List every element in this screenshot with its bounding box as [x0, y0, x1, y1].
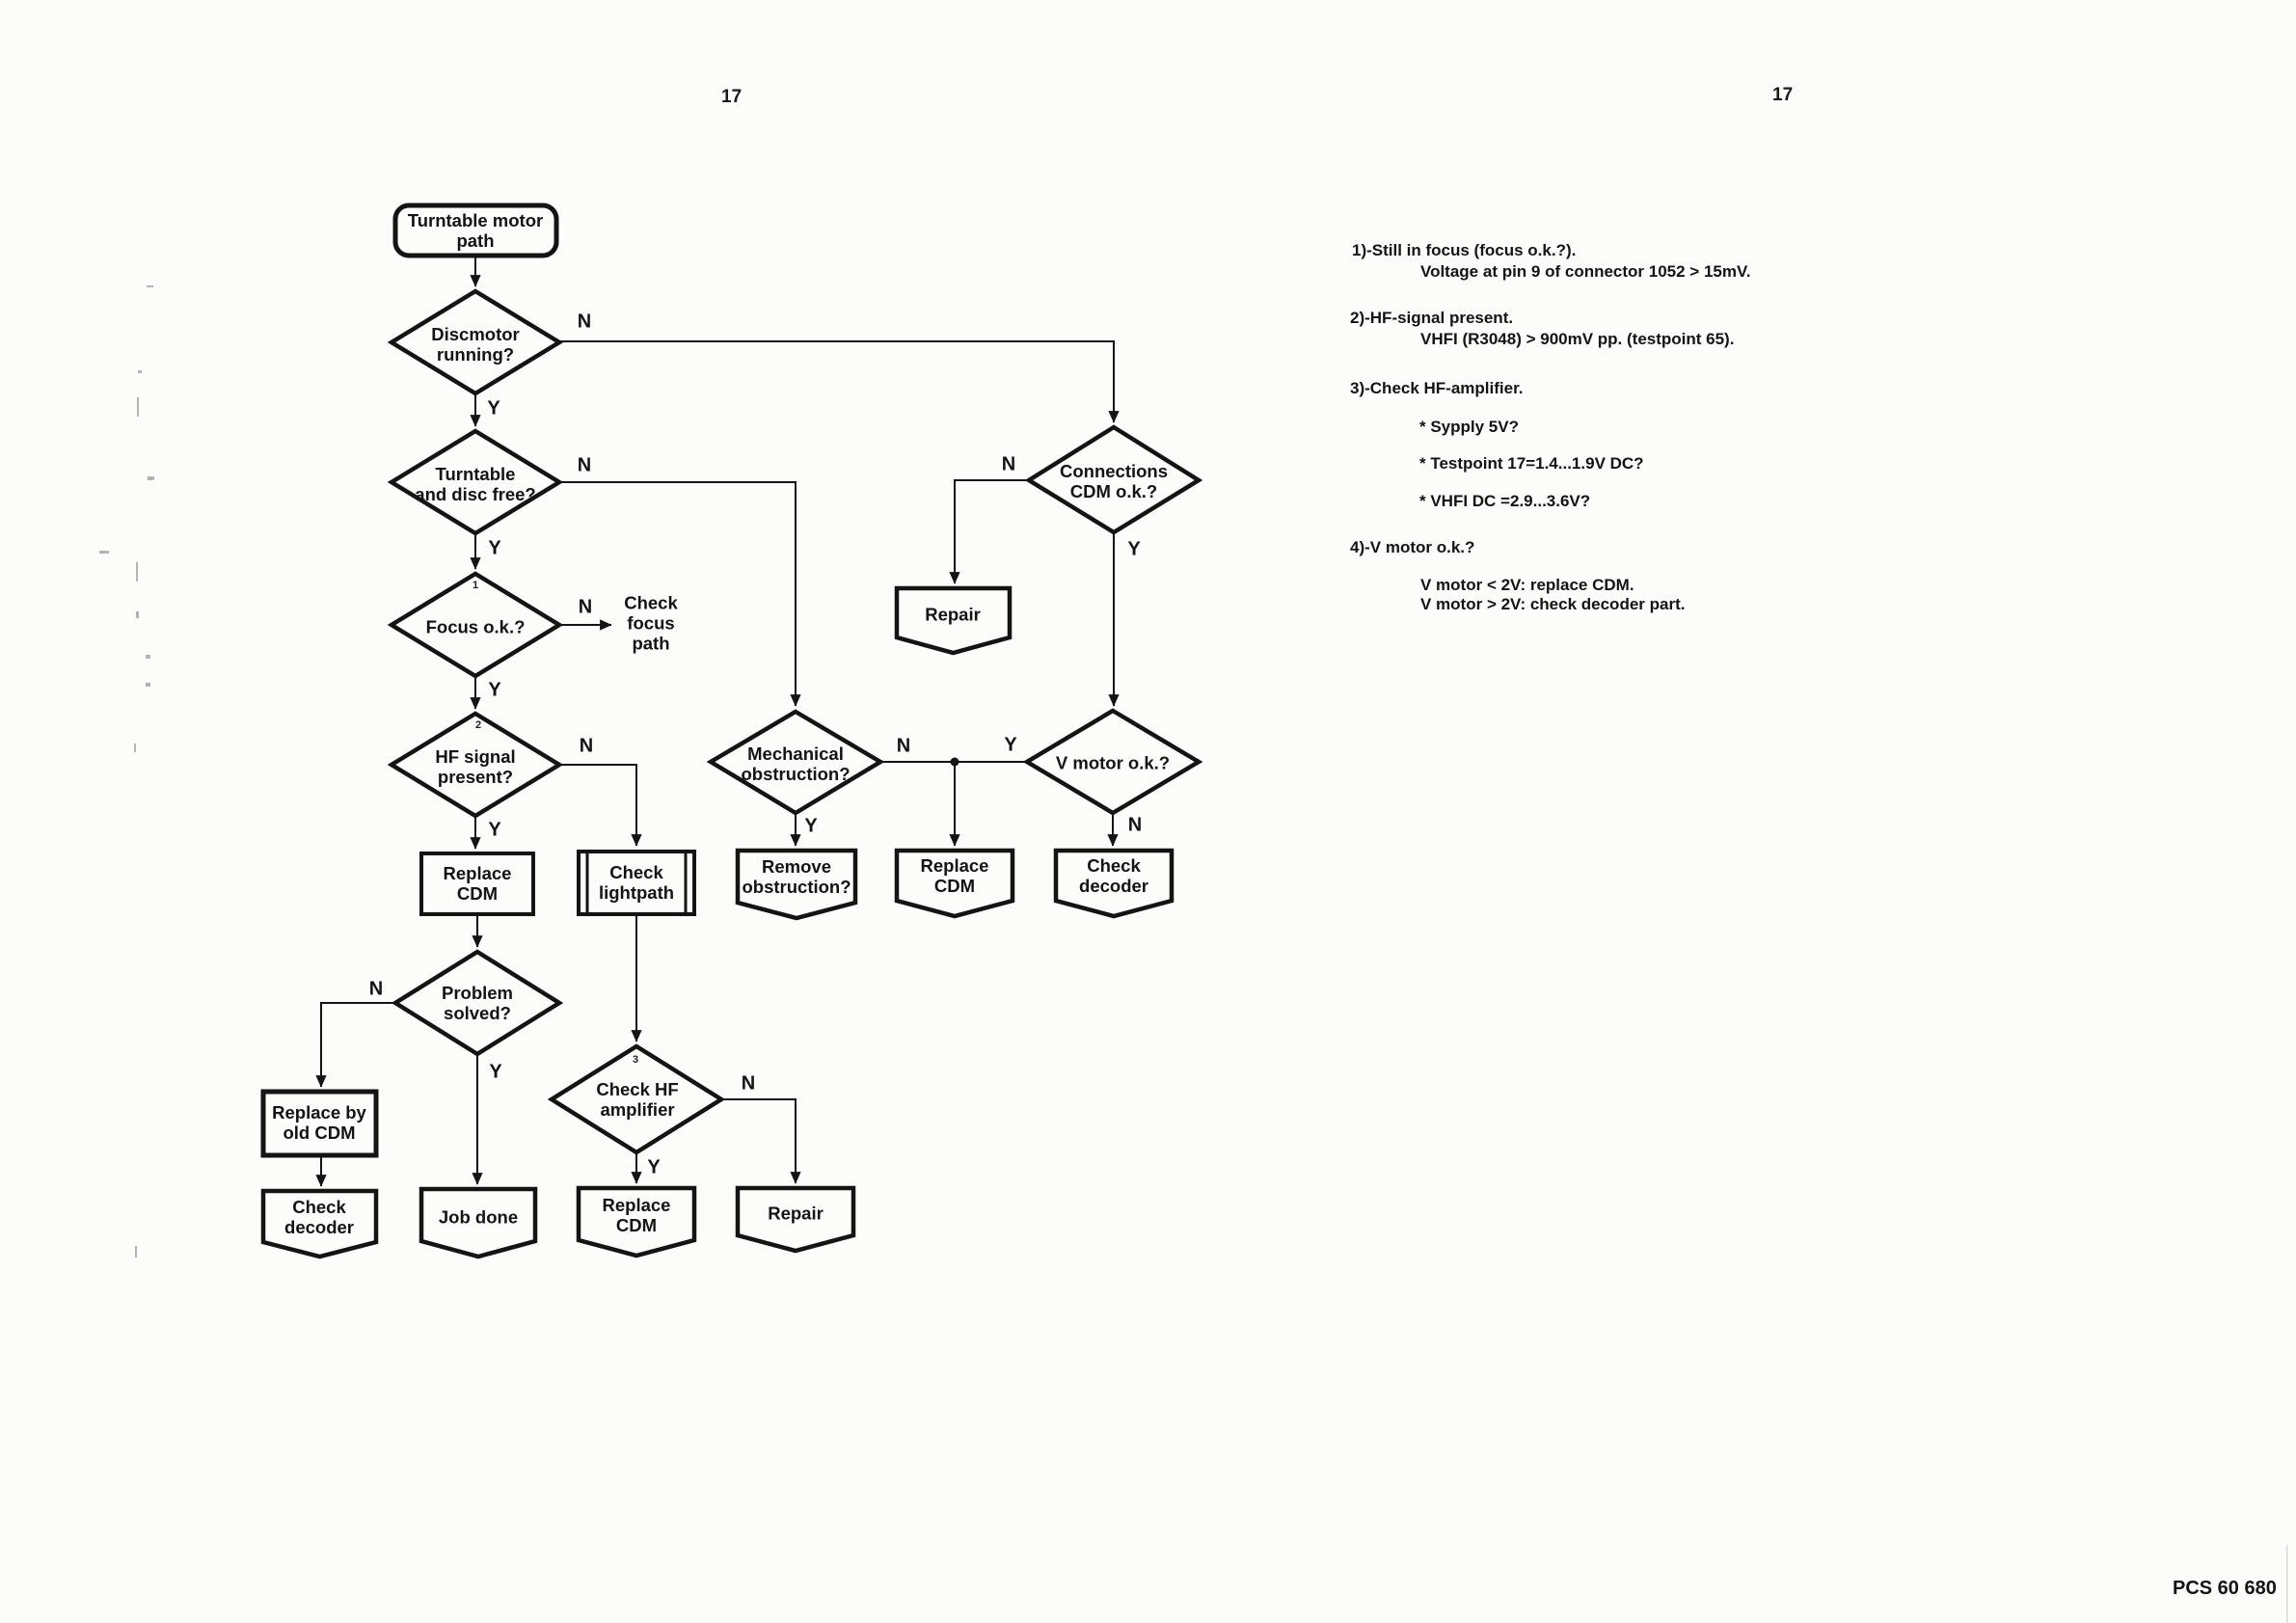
- note-1-title: 1)-Still in focus (focus o.k.?).: [1352, 241, 1577, 259]
- edge-hf-no: [559, 764, 642, 847]
- scan-artifacts: [99, 285, 2288, 1623]
- edge-label-discmotor-no: N: [577, 311, 592, 333]
- note-2-title: 2)-HF-signal present.: [1350, 309, 1514, 327]
- offpage-remove-obstruction: [735, 848, 858, 921]
- node-focus-label: Focus o.k.?: [425, 616, 526, 637]
- offpage-replace-cdm-bottom: [576, 1185, 697, 1258]
- node-check-hf-label: Check HF amplifier: [596, 1079, 679, 1120]
- junction-dot: [950, 757, 959, 767]
- edge-label-mech-yes: Y: [804, 815, 818, 837]
- process-replace-cdm-1: [419, 852, 535, 916]
- edge-checkhf-no: [721, 1098, 801, 1184]
- edge-label-vmotor-yes: Y: [1004, 734, 1017, 756]
- node-start-label: Turntable motor path: [407, 210, 544, 251]
- offpage-job-done: [419, 1186, 538, 1259]
- edge-connections-no: [949, 479, 1029, 584]
- decision-mechanical-obstruction: [706, 709, 885, 816]
- decision-turntable-disc-free: [387, 428, 564, 536]
- edge-label-checkhf-yes: Y: [647, 1156, 661, 1178]
- edge-label-checkhf-no: N: [741, 1072, 756, 1095]
- node-hf-signal-label: HF signal present?: [435, 746, 516, 787]
- decision-v-motor-ok: [1022, 708, 1203, 816]
- edge-label-mech-no: N: [896, 735, 911, 757]
- node-mech-obstruction-label: Mechanical obstruction?: [741, 744, 851, 784]
- note-3-item-vhfi: * VHFI DC =2.9...3.6V?: [1419, 492, 1591, 510]
- edge-label-hf-no: N: [579, 735, 594, 757]
- edge-label-focus-yes: Y: [488, 679, 501, 701]
- node-hf-note-ref: 2: [474, 719, 482, 731]
- decision-problem-solved: [391, 949, 564, 1057]
- decision-discmotor-running: [387, 288, 564, 396]
- decision-check-hf-amplifier: [547, 1043, 726, 1155]
- offpage-check-decoder-right: [1053, 848, 1175, 919]
- node-check-hf-note-ref: 3: [632, 1054, 639, 1066]
- edge-label-hf-yes: Y: [488, 819, 501, 841]
- note-1-body: Voltage at pin 9 of connector 1052 > 15m…: [1420, 262, 1751, 281]
- node-repair-bottom-label: Repair: [768, 1203, 824, 1224]
- note-2-body: VHFI (R3048) > 900mV pp. (testpoint 65).: [1420, 330, 1735, 348]
- edge-label-turntable-yes: Y: [488, 537, 501, 559]
- note-3-item-supply: * Sypply 5V?: [1419, 418, 1519, 436]
- node-check-decoder-right-label: Check decoder: [1079, 855, 1148, 896]
- footer-document-code: PCS 60 680: [2173, 1578, 2277, 1599]
- page-number-left: 17: [721, 87, 743, 107]
- note-4-title: 4)-V motor o.k.?: [1350, 538, 1475, 556]
- node-remove-obstruction-label: Remove obstruction?: [742, 856, 851, 897]
- terminal-turntable-motor-path: [392, 203, 559, 258]
- offpage-repair-bottom: [735, 1185, 856, 1254]
- node-v-motor-label: V motor o.k.?: [1055, 752, 1171, 773]
- node-focus-note-ref: 1: [472, 580, 479, 591]
- node-turntable-label: Turntable and disc free?: [415, 464, 536, 504]
- edge-label-connections-no: N: [1001, 453, 1016, 475]
- connector-lines: [315, 255, 1120, 1187]
- offpage-repair-top: [894, 585, 1013, 656]
- edge-label-connections-yes: Y: [1127, 538, 1141, 560]
- offpage-replace-cdm-mid: [894, 848, 1015, 919]
- edge-turntable-no: [559, 481, 801, 707]
- process-replace-by-old-cdm: [260, 1089, 379, 1158]
- note-3-title: 3)-Check HF-amplifier.: [1350, 379, 1524, 397]
- edge-label-discmotor-yes: Y: [487, 397, 500, 419]
- edge-label-problem-yes: Y: [489, 1061, 502, 1083]
- node-replace-old-cdm-label: Replace by old CDM: [272, 1102, 366, 1143]
- flowchart-shapes: [260, 203, 1203, 1259]
- node-problem-solved-label: Problem solved?: [441, 983, 514, 1023]
- decision-connections-cdm-ok: [1024, 424, 1203, 535]
- edge-label-vmotor-no: N: [1127, 814, 1143, 836]
- edge-problem-no: [315, 1002, 395, 1088]
- edge-label-turntable-no: N: [577, 454, 592, 476]
- node-replace-cdm-mid-label: Replace CDM: [920, 855, 989, 896]
- note-4-body-line2: V motor > 2V: check decoder part.: [1420, 595, 1686, 613]
- label-check-focus-path: Check focus path: [624, 592, 678, 654]
- decision-hf-signal-present: [387, 711, 564, 819]
- node-job-done-label: Job done: [438, 1206, 519, 1228]
- node-repair-top-label: Repair: [925, 604, 981, 625]
- page-number-right: 17: [1772, 85, 1794, 105]
- predefined-check-lightpath: [577, 850, 696, 916]
- node-discmotor-label: Discmotor running?: [431, 324, 520, 365]
- decision-focus-ok: [387, 571, 564, 679]
- offpage-check-decoder-left: [260, 1188, 379, 1259]
- node-connections-cdm-label: Connections CDM o.k.?: [1059, 461, 1169, 501]
- node-check-lightpath-label: Check lightpath: [598, 862, 675, 903]
- edge-discmotor-no: [559, 340, 1120, 423]
- note-3-item-testpoint: * Testpoint 17=1.4...1.9V DC?: [1419, 454, 1644, 473]
- edge-label-focus-no: N: [578, 596, 593, 618]
- node-replace-cdm-1-label: Replace CDM: [443, 863, 512, 904]
- node-replace-cdm-bottom-label: Replace CDM: [602, 1195, 671, 1235]
- edge-label-problem-no: N: [368, 978, 384, 1000]
- note-4-body-line1: V motor < 2V: replace CDM.: [1420, 576, 1634, 594]
- node-check-decoder-left-label: Check decoder: [284, 1197, 354, 1237]
